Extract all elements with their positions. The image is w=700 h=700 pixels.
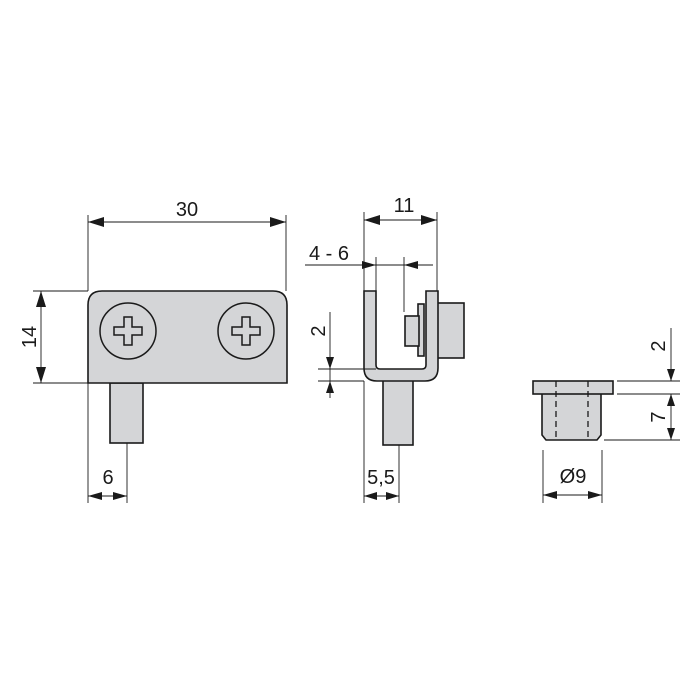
dimension-30: 30 xyxy=(87,199,287,291)
dimension-2-flange: 2 xyxy=(617,328,680,395)
screw-left xyxy=(99,302,157,360)
label-height-14: 14 xyxy=(19,326,41,348)
label-thickness-2: 2 xyxy=(308,325,330,336)
dimension-2-thickness: 2 xyxy=(308,312,376,398)
screw-right xyxy=(217,302,275,360)
dimension-diameter-9: Ø9 xyxy=(542,450,603,503)
label-body-7: 7 xyxy=(648,411,670,422)
label-pin-6: 6 xyxy=(102,467,113,489)
front-pin xyxy=(109,382,144,444)
plug-body xyxy=(541,392,602,441)
label-width-30: 30 xyxy=(176,199,198,221)
label-diameter-9: Ø9 xyxy=(560,466,587,488)
side-inner-block xyxy=(404,315,420,347)
side-u-channel xyxy=(363,290,439,382)
side-pin xyxy=(382,379,414,446)
dimension-5-5: 5,5 xyxy=(363,381,400,503)
front-plate xyxy=(87,290,288,384)
plug-view: 2 7 Ø9 xyxy=(532,328,680,503)
label-gap-4-6: 4 - 6 xyxy=(309,243,349,265)
front-view: 30 14 6 xyxy=(19,199,288,503)
dimension-6: 6 xyxy=(87,383,128,503)
plug-flange xyxy=(532,380,614,395)
dimension-11: 11 xyxy=(363,195,438,291)
dimension-14: 14 xyxy=(19,290,88,384)
dimension-4-6: 4 - 6 xyxy=(305,243,433,312)
label-width-11: 11 xyxy=(394,195,415,217)
side-screw-head xyxy=(436,302,465,359)
label-flange-2: 2 xyxy=(648,340,670,351)
dimension-7-body: 7 xyxy=(604,394,680,441)
side-view: 11 4 - 6 2 5,5 xyxy=(305,195,465,503)
label-offset-5-5: 5,5 xyxy=(367,467,395,489)
